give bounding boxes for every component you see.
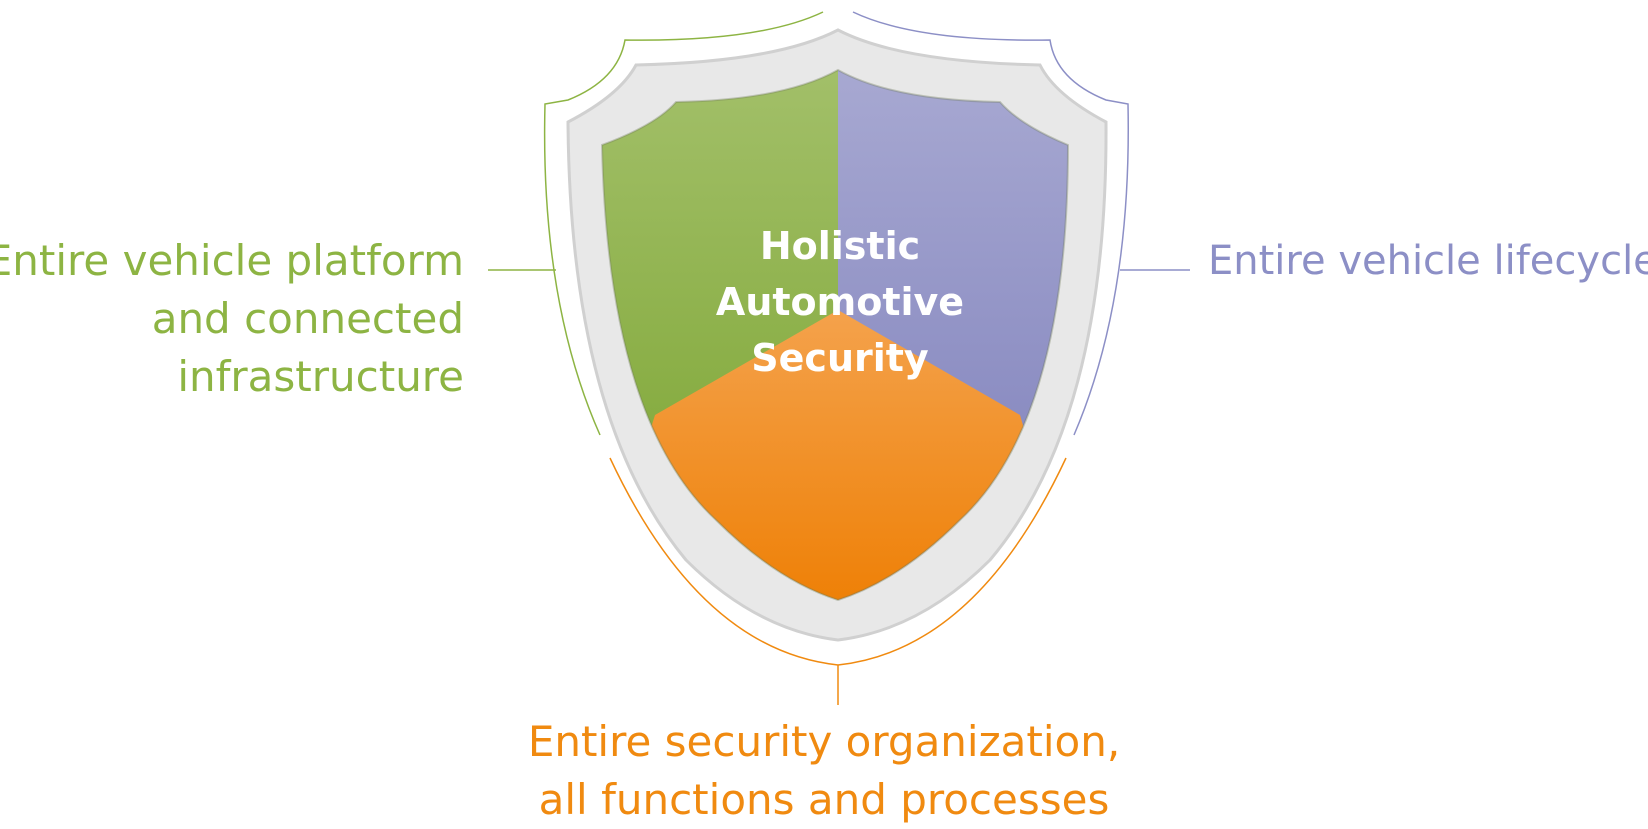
outer-outline-right [852, 11, 1129, 436]
center-title-line-2: Automotive [715, 280, 965, 324]
label-bottom-line-2: all functions and processes [538, 775, 1110, 824]
center-title: Holistic Automotive Security [640, 218, 1040, 386]
label-left-line-2: and connected [151, 294, 464, 343]
label-vehicle-lifecycle: Entire vehicle lifecycle [1208, 232, 1648, 290]
label-right-line-1: Entire vehicle lifecycle [1208, 238, 1648, 284]
label-security-organization: Entire security organization, all functi… [0, 713, 1648, 829]
shield-inner-edge [600, 68, 1070, 602]
label-left-line-1: Entire vehicle platform [0, 236, 464, 285]
label-bottom-line-1: Entire security organization, [527, 717, 1121, 766]
label-left-line-3: infrastructure [177, 352, 464, 401]
outer-outline-bottom [609, 457, 1067, 705]
outer-outline-left [543, 11, 824, 436]
center-title-line-3: Security [751, 336, 929, 380]
label-vehicle-platform: Entire vehicle platform and connected in… [0, 232, 464, 406]
center-title-line-1: Holistic [759, 224, 921, 268]
